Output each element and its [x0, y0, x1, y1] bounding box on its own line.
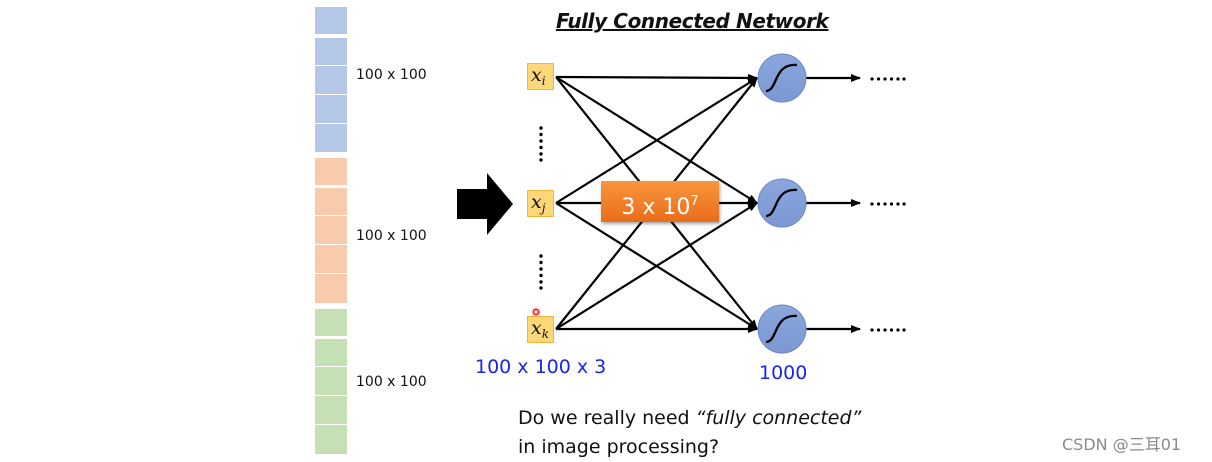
edge-xi-n1: [555, 73, 758, 82]
blue-channel-segment: [315, 124, 347, 152]
sigmoid-icon: [765, 314, 798, 344]
blue-channel-segment: [315, 66, 347, 94]
orange-channel-segment: [315, 216, 347, 244]
orange-channel-segment: [315, 158, 347, 185]
input-var: x: [531, 317, 542, 339]
question-text: Do we really need “fully connected” in i…: [518, 404, 861, 462]
input-subscript: i: [541, 74, 546, 88]
orange-channel-label: 100 x 100: [356, 228, 427, 244]
neuron: [757, 304, 807, 354]
neuron: [757, 178, 807, 228]
green-channel-segment: [315, 396, 347, 424]
blue-channel-segment: [315, 7, 347, 34]
green-channel-segment: [315, 309, 347, 336]
blue-channel-segment: [315, 38, 347, 65]
input-var: x: [531, 191, 542, 213]
neuron: [757, 53, 807, 103]
cursor-indicator: [531, 307, 541, 317]
question-part1: Do we really need: [518, 407, 696, 429]
big-input-arrow: [457, 173, 513, 235]
input-dimension-label: 100 x 100 x 3: [475, 356, 607, 378]
sigmoid-icon: [765, 63, 798, 93]
question-quoted: “fully connected”: [695, 407, 862, 429]
input-node-xj: xj: [527, 190, 554, 217]
neuron-count-label: 1000: [759, 362, 808, 384]
input-node-xi: xi: [527, 63, 554, 90]
green-channel-segment: [315, 367, 347, 395]
input-ellipsis: [539, 126, 543, 290]
green-channel-segment: [315, 339, 347, 366]
green-channel-label: 100 x 100: [356, 374, 427, 390]
neurons: [757, 53, 807, 354]
orange-channel-segment: [315, 245, 347, 273]
input-subscript: j: [541, 201, 546, 215]
edge-xk-n2: [555, 202, 758, 330]
weights-count-box: 3 x 107: [601, 181, 719, 222]
weights-base: 3 x 10: [621, 195, 691, 220]
green-channel-segment: [315, 425, 347, 454]
output-ellipsis: [870, 77, 906, 332]
orange-channel-segment: [315, 188, 347, 215]
question-part2: in image processing?: [518, 436, 720, 458]
watermark: CSDN @三耳01: [1062, 435, 1182, 454]
input-var: x: [531, 64, 542, 86]
sigmoid-icon: [765, 188, 798, 218]
input-subscript: k: [541, 327, 549, 341]
blue-channel-label: 100 x 100: [356, 67, 427, 83]
diagram-title: Fully Connected Network: [556, 9, 829, 33]
input-node-xk: xk: [527, 316, 554, 343]
edge-xj-n1: [555, 77, 758, 204]
weights-exponent: 7: [690, 194, 699, 209]
orange-channel-segment: [315, 274, 347, 303]
blue-channel-segment: [315, 95, 347, 123]
